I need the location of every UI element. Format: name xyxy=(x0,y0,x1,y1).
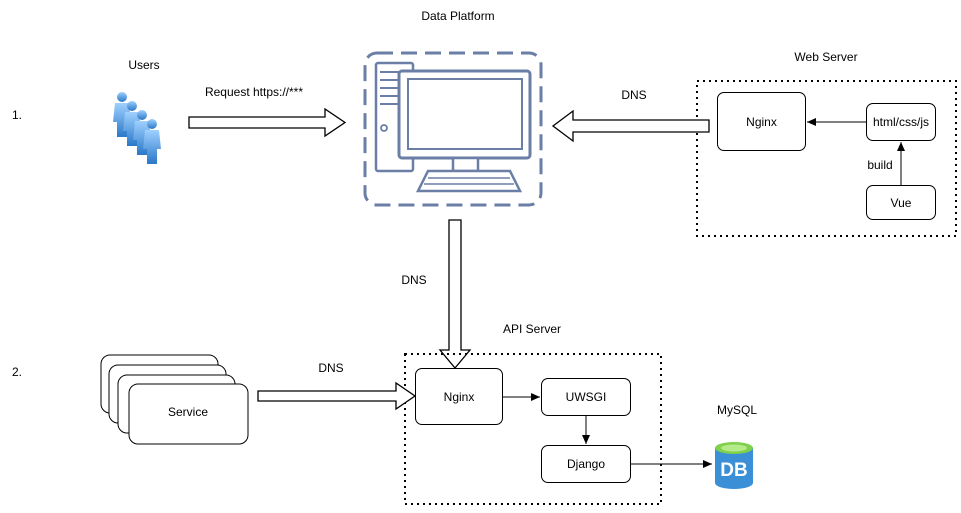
users-label: Users xyxy=(128,58,160,72)
step-marker-1: 1. xyxy=(12,108,23,122)
step-marker-2: 2. xyxy=(12,365,23,379)
data-platform-title: Data Platform xyxy=(421,9,495,23)
database-icon: DB xyxy=(715,442,753,489)
web-server-title: Web Server xyxy=(794,50,858,64)
service-dns-arrow xyxy=(257,381,417,411)
build-label: build xyxy=(867,158,893,172)
web-nginx-node: Nginx xyxy=(717,92,806,151)
platform-dns-label: DNS xyxy=(401,273,427,287)
api-server-container xyxy=(404,353,662,505)
service-stack xyxy=(100,354,249,445)
mysql-label: MySQL xyxy=(716,403,758,417)
api-nginx-node: Nginx xyxy=(415,368,503,425)
users-group-icon xyxy=(113,92,161,164)
django-node: Django xyxy=(541,445,631,483)
web-dns-arrow xyxy=(551,109,710,143)
web-server-container xyxy=(696,80,957,237)
web-dns-label: DNS xyxy=(621,88,647,102)
uwsgi-node: UWSGI xyxy=(541,378,631,416)
request-arrow xyxy=(188,107,347,138)
svg-text:DB: DB xyxy=(720,460,747,481)
static-assets-node: html/css/js xyxy=(866,103,936,141)
desktop-computer-icon xyxy=(363,51,543,207)
request-label: Request https://*** xyxy=(204,85,304,99)
platform-to-api-arrow xyxy=(438,219,472,370)
service-label: Service xyxy=(167,405,209,419)
service-dns-label: DNS xyxy=(318,361,344,375)
api-server-title: API Server xyxy=(502,322,562,336)
vue-node: Vue xyxy=(866,185,936,220)
